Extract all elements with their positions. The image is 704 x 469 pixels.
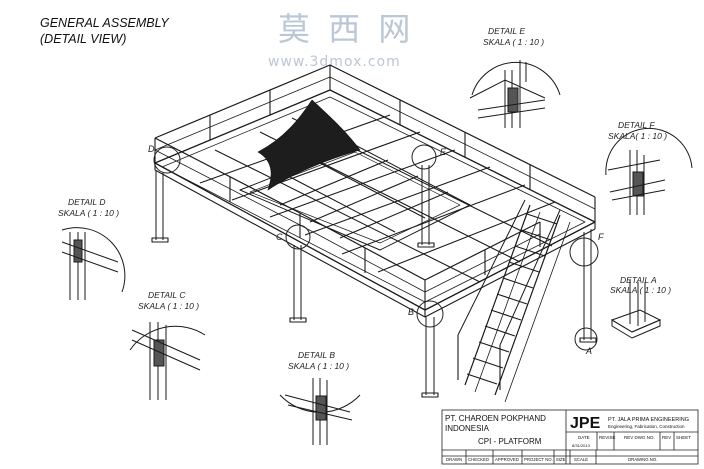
detail-f-label: DETAIL F: [618, 120, 655, 130]
detail-c-scale: SKALA ( 1 : 10 ): [138, 301, 199, 311]
detail-d-view: [61, 227, 126, 300]
drawing-subtitle: (DETAIL VIEW): [40, 32, 126, 46]
checked-label: CHECKED: [468, 457, 489, 462]
callout-d: D: [148, 144, 155, 154]
callout-c: C: [276, 232, 283, 242]
client-country: INDONESIA: [445, 424, 490, 433]
drawing-title: GENERAL ASSEMBLY: [40, 16, 170, 30]
title-block: [441, 409, 699, 465]
drawn-label: DRAWN: [446, 457, 462, 462]
detail-d-scale: SKALA ( 1 : 10 ): [58, 208, 119, 218]
watermark-url: www.3dmox.com: [268, 54, 401, 70]
rev-dwg-label: REV DWG NO.: [624, 435, 655, 440]
callout-a: A: [585, 346, 592, 356]
detail-e-scale: SKALA ( 1 : 10 ): [483, 37, 544, 47]
callout-circles: [153, 144, 599, 351]
revise-label: REVISE: [599, 435, 616, 440]
company-logo: JPE: [570, 415, 601, 432]
company-subtitle: Engineering, Fabrication, Construction: [608, 424, 685, 429]
deck-shaded-area: [257, 99, 361, 191]
detail-b-scale: SKALA ( 1 : 10 ): [288, 361, 349, 371]
project-title: CPI - PLATFORM: [478, 437, 542, 446]
callout-b: B: [408, 307, 414, 317]
detail-f-scale: SKALA( 1 : 10 ): [608, 131, 667, 141]
callout-f: F: [598, 232, 604, 242]
detail-a-label: DETAIL A: [620, 275, 657, 285]
detail-b-label: DETAIL B: [298, 350, 335, 360]
date-value: 8/31/2013: [572, 443, 591, 448]
detail-a-view: [610, 280, 662, 339]
drawing-no-label: DRAWING NO.: [628, 457, 657, 462]
detail-a-scale: SKALA ( 1 : 10 ): [610, 285, 671, 295]
watermark-cn: 莫 西 网: [278, 10, 414, 48]
detail-d-label: DETAIL D: [68, 197, 105, 207]
project-no-label: PROJECT NO.: [524, 457, 553, 462]
approved-label: APPROVED: [495, 457, 519, 462]
detail-b-view: [279, 378, 361, 445]
size-label: SIZE: [556, 457, 566, 462]
scale-label: SCALE: [574, 457, 588, 462]
date-label: DATE: [578, 435, 590, 440]
detail-e-view: [469, 60, 561, 128]
company-name: PT. JALA PRIMA ENGINEERING: [608, 417, 689, 423]
detail-f-view: [605, 127, 693, 215]
callout-e: E: [440, 147, 447, 157]
detail-e-label: DETAIL E: [488, 26, 525, 36]
detail-c-view: [129, 322, 206, 400]
rev-label: REV: [662, 435, 671, 440]
detail-c-label: DETAIL C: [148, 290, 186, 300]
client-name: PT. CHAROEN POKPHAND: [445, 414, 546, 423]
sheet-label: SHEET: [676, 435, 691, 440]
